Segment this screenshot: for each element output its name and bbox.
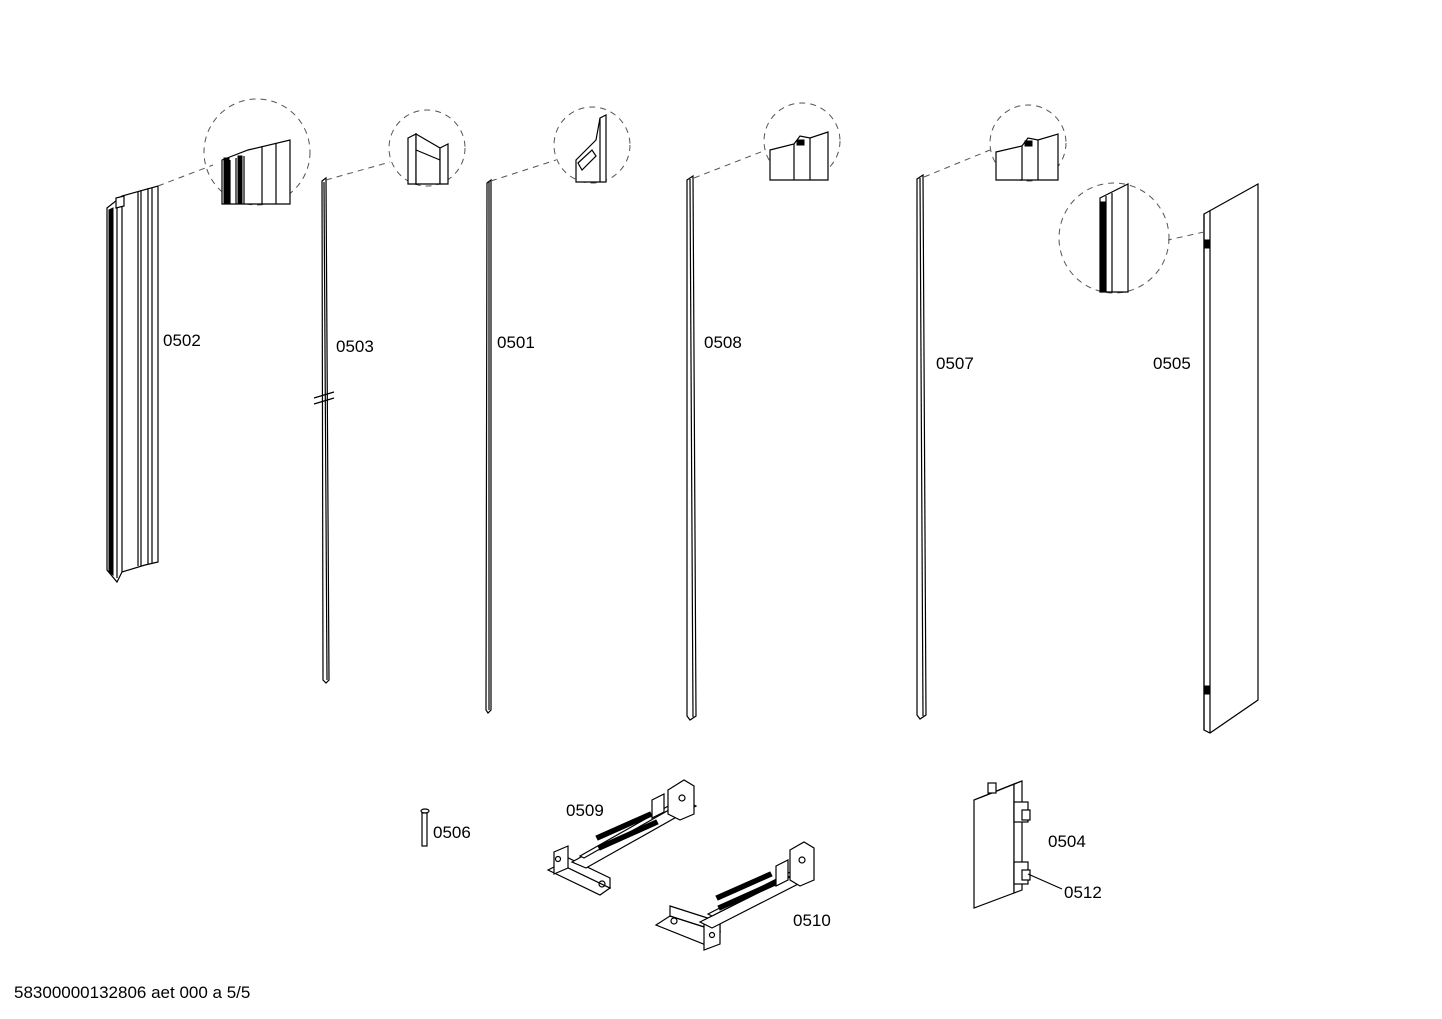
label-0509: 0509: [566, 801, 604, 820]
detail-0507-callout: [923, 104, 1067, 182]
part-0502-profile: [106, 185, 159, 584]
label-0510: 0510: [793, 911, 831, 930]
label-0501: 0501: [497, 333, 535, 352]
label-0505: 0505: [1153, 354, 1191, 373]
leader-0512: [1027, 873, 1063, 890]
part-0504-hinge-block: [973, 780, 1031, 909]
detail-0502-callout: [157, 98, 311, 206]
part-0503-strip: [313, 176, 335, 684]
label-0504: 0504: [1048, 832, 1086, 851]
detail-0501-callout: [490, 106, 631, 184]
part-0505-panel: [1203, 182, 1259, 734]
part-0509-bracket: [546, 779, 698, 896]
drawing-reference-footer: 58300000132806 aet 000 a 5/5: [14, 983, 251, 1002]
label-0506: 0506: [433, 823, 471, 842]
detail-0505-callout: [1058, 182, 1205, 294]
label-0507: 0507: [936, 354, 974, 373]
label-0512: 0512: [1064, 883, 1102, 902]
part-0501-strip: [485, 178, 492, 714]
label-0502: 0502: [163, 331, 201, 350]
part-0510-bracket: [654, 841, 815, 951]
detail-0508-callout: [693, 102, 841, 181]
detail-0503-callout: [325, 109, 466, 187]
label-0503: 0503: [336, 337, 374, 356]
part-0507-strip: [916, 173, 927, 720]
part-0508-strip: [686, 174, 697, 721]
label-0508: 0508: [704, 333, 742, 352]
part-0506-pin: [420, 808, 430, 847]
